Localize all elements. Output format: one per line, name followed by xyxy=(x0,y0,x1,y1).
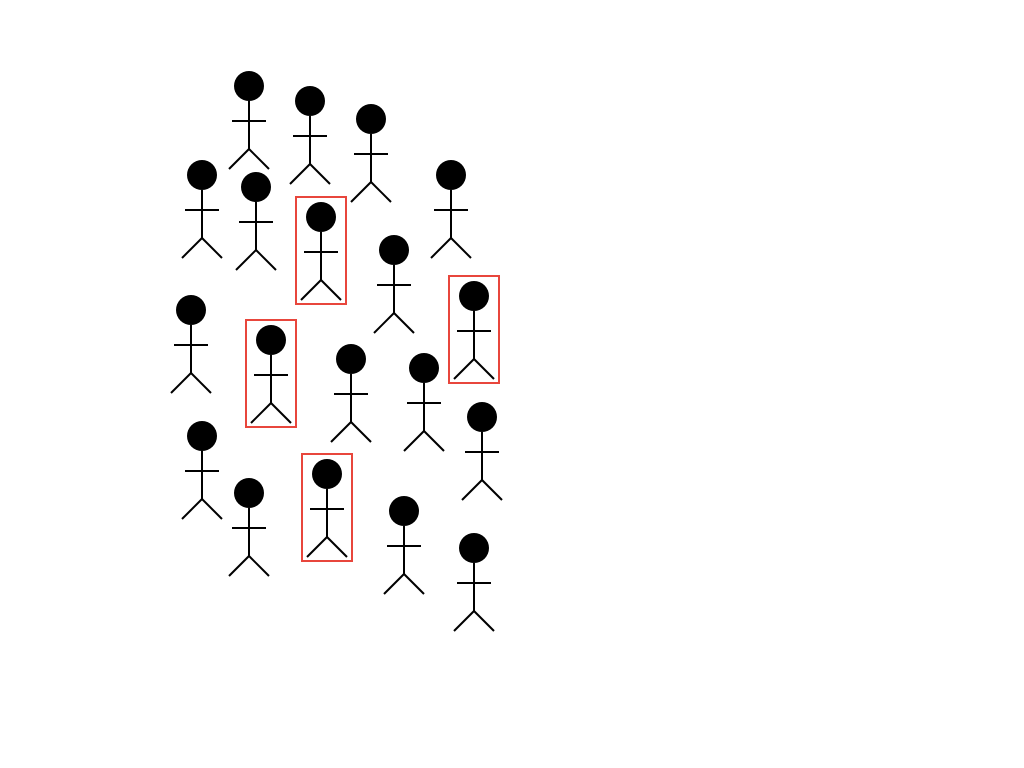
highlighted-stick-figure xyxy=(301,453,353,562)
stick-figure xyxy=(330,344,372,443)
figure-left-leg xyxy=(373,312,395,334)
figure-right-leg xyxy=(350,421,372,443)
figure-left-leg xyxy=(403,430,425,452)
highlighted-stick-figure xyxy=(448,275,500,384)
figure-left-leg xyxy=(170,372,192,394)
figure-left-leg xyxy=(228,555,250,577)
figure-right-leg xyxy=(481,479,503,501)
stick-figure xyxy=(181,421,223,520)
highlight-box xyxy=(245,319,297,428)
figure-left-leg xyxy=(383,573,405,595)
figure-head xyxy=(467,402,497,432)
figure-head xyxy=(409,353,439,383)
stick-figure xyxy=(350,104,392,203)
stick-figure xyxy=(235,172,277,271)
figure-right-leg xyxy=(320,279,342,301)
figure-left-leg xyxy=(300,279,322,301)
figure-left-leg xyxy=(461,479,483,501)
figure-right-leg xyxy=(201,237,223,259)
figure-head xyxy=(234,478,264,508)
figure-head xyxy=(379,235,409,265)
figure-right-leg xyxy=(326,536,348,558)
figure-head xyxy=(176,295,206,325)
figure-right-leg xyxy=(370,181,392,203)
figure-head xyxy=(459,533,489,563)
figure-head xyxy=(336,344,366,374)
figure-left-leg xyxy=(181,498,203,520)
figure-head xyxy=(295,86,325,116)
figure-right-leg xyxy=(423,430,445,452)
figure-left-leg xyxy=(330,421,352,443)
figure-head xyxy=(256,325,286,355)
figure-right-leg xyxy=(473,610,495,632)
figure-head xyxy=(436,160,466,190)
highlighted-stick-figure xyxy=(245,319,297,428)
stick-figure xyxy=(403,353,445,452)
stick-figure xyxy=(181,160,223,259)
figure-left-leg xyxy=(453,358,475,380)
highlight-box xyxy=(295,196,347,305)
figure-right-leg xyxy=(309,163,331,185)
figure-left-leg xyxy=(181,237,203,259)
figure-right-leg xyxy=(248,555,270,577)
figure-head xyxy=(312,459,342,489)
figure-head xyxy=(389,496,419,526)
figure-right-leg xyxy=(201,498,223,520)
figure-right-leg xyxy=(190,372,212,394)
figure-left-leg xyxy=(453,610,475,632)
stick-figure xyxy=(430,160,472,259)
figure-head xyxy=(234,71,264,101)
figure-right-leg xyxy=(473,358,495,380)
stick-figure xyxy=(373,235,415,334)
highlight-box xyxy=(448,275,500,384)
figure-right-leg xyxy=(255,249,277,271)
figure-left-leg xyxy=(430,237,452,259)
figure-left-leg xyxy=(228,148,250,170)
stick-figure xyxy=(289,86,331,185)
stick-figure xyxy=(453,533,495,632)
figure-head xyxy=(356,104,386,134)
stick-figure xyxy=(461,402,503,501)
figure-left-leg xyxy=(306,536,328,558)
highlighted-stick-figure xyxy=(295,196,347,305)
figure-right-leg xyxy=(450,237,472,259)
stick-figure xyxy=(228,478,270,577)
figure-head xyxy=(459,281,489,311)
figure-head xyxy=(187,160,217,190)
figure-right-leg xyxy=(403,573,425,595)
figure-left-leg xyxy=(235,249,257,271)
figure-right-leg xyxy=(393,312,415,334)
stick-figure xyxy=(383,496,425,595)
figure-right-leg xyxy=(248,148,270,170)
highlight-box xyxy=(301,453,353,562)
stick-figure xyxy=(170,295,212,394)
figure-head xyxy=(241,172,271,202)
figure-head xyxy=(187,421,217,451)
figure-left-leg xyxy=(289,163,311,185)
figure-head xyxy=(306,202,336,232)
stick-figure xyxy=(228,71,270,170)
figure-left-leg xyxy=(350,181,372,203)
figure-left-leg xyxy=(250,402,272,424)
figure-right-leg xyxy=(270,402,292,424)
